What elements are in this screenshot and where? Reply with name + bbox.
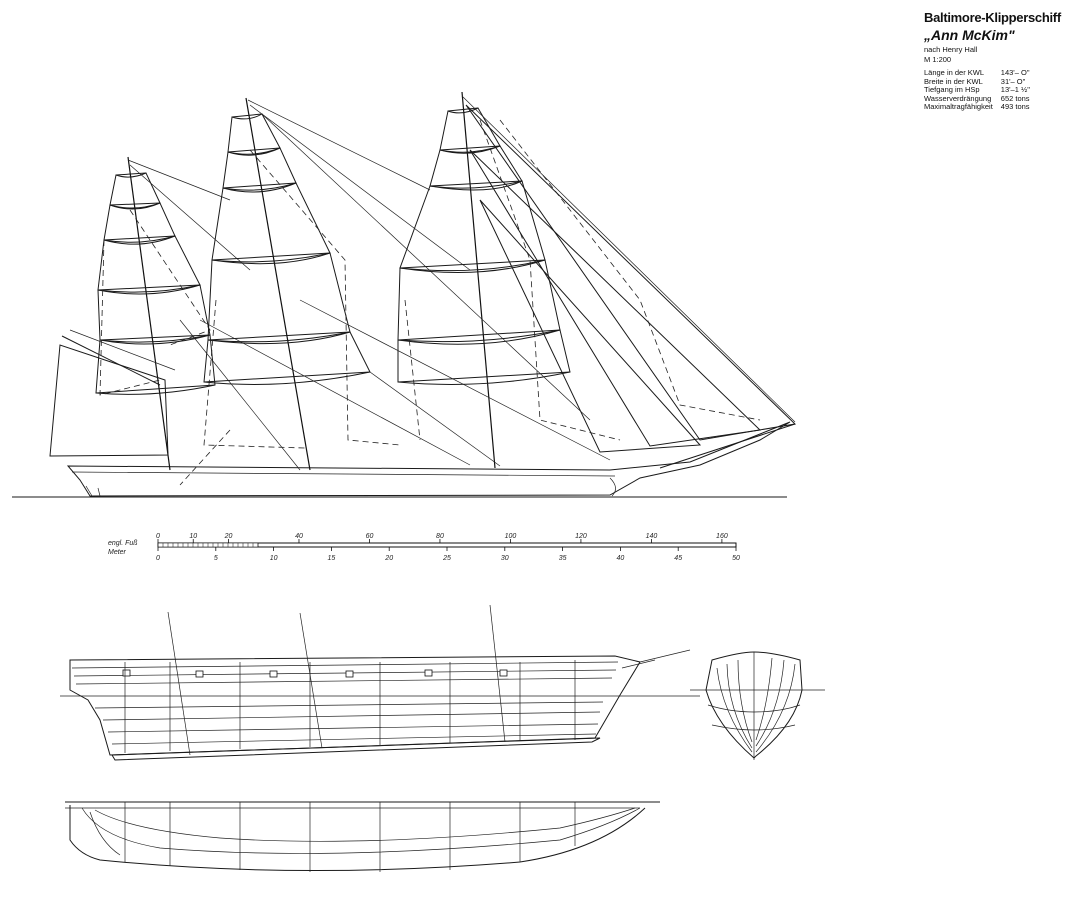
hull-profile-plan [60,604,700,761]
spec-value: 652 tons [1000,93,1030,103]
fore-yards [397,107,571,383]
mizzen-sails [49,172,216,457]
scale-meter-label: 25 [442,555,451,562]
scale-fine-ticks [157,543,259,547]
spanker-gaff [61,335,161,386]
fore-sails [397,107,761,441]
spec-label: Tiefgang im HSp [924,85,980,94]
main-sails [179,113,401,486]
ship-name-title: „Ann McKim" [924,27,1015,43]
body-plan-outline [705,651,803,759]
mizzen-yards [95,172,216,394]
scale-feet-label: 80 [436,533,444,540]
title-block: Baltimore-Klipperschiff „Ann McKim" nach… [924,10,1090,112]
spec-row: Tiefgang im HSp 13'–1 ½" [924,85,1030,95]
scale-feet-label: 60 [366,533,374,540]
scale-feet-label: 100 [505,533,517,540]
body-plan [690,651,825,760]
scale-feet-label: 160 [716,533,728,540]
scale-unit-feet: engl. Fuß [108,540,138,547]
scale-meter-label: 45 [674,555,682,562]
stem-line [609,477,616,497]
scale-meter-ticks: 0 5 10 15 20 25 30 35 40 45 50 [156,547,740,562]
spec-row: Länge in der KWL 143'– O" [924,68,1030,78]
headsails [465,104,797,453]
spec-value: 143'– O" [1000,68,1030,77]
scale-feet-label: 120 [575,533,587,540]
scale-feet-label: 140 [646,533,658,540]
hull-profile [66,421,791,497]
scale-ratio: M 1:200 [924,55,952,64]
spec-label: Maximaltragfähigkeit [924,102,993,111]
scale-feet-label: 20 [224,533,233,540]
scale-meter-label: 15 [328,555,336,562]
spec-row: Wasserverdrängung 652 tons [924,93,1030,104]
stays [69,95,796,471]
scale-meter-label: 10 [270,555,278,562]
scale-meter-label: 0 [156,555,160,562]
sail-plan [12,91,797,498]
mizzen-mast-line [167,611,191,756]
spanker-sail [49,344,169,457]
scale-unit-meter: Meter [108,549,127,556]
scale-meter-label: 5 [214,555,218,562]
scale-feet-ticks: 0 10 20 40 60 80 100 120 140 160 [156,533,728,543]
spec-row: Breite in der KWL 31'– O" [924,76,1030,87]
ship-type-title: Baltimore-Klipperschiff [924,10,1061,25]
scale-meter-label: 30 [501,555,509,562]
rudder-line [85,485,101,497]
spec-value: 493 tons [1000,102,1030,111]
half-breadth-stations [124,802,576,872]
gunports [122,669,508,678]
scale-feet-label: 0 [156,533,160,540]
scale-meter-label: 40 [617,555,625,562]
scale-feet-label: 10 [189,533,197,540]
scale-meter-label: 35 [559,555,567,562]
scale-meter-label: 50 [732,555,740,562]
bowsprit [659,423,796,469]
main-mast [245,97,311,471]
half-breadth-outline [69,805,646,872]
fore-mast-line [489,604,506,743]
spec-row: Maximaltragfähigkeit 493 tons [924,102,1030,112]
keel [111,737,601,761]
scale-feet-label: 40 [295,533,303,540]
hull-sheer-line [71,471,616,477]
spec-value: 13'–1 ½" [1000,85,1030,94]
main-yards [203,113,371,383]
main-mast-line [299,612,323,749]
half-breadth-plan [65,801,660,872]
scale-meter-label: 20 [384,555,393,562]
source-credit: nach Henry Hall [924,45,978,54]
fore-mast [461,91,496,469]
spec-label: Breite in der KWL [924,76,983,86]
spec-label: Länge in der KWL [924,68,985,77]
spec-value: 31'– O" [1000,76,1026,86]
spec-label: Wasserverdrängung [924,93,992,103]
